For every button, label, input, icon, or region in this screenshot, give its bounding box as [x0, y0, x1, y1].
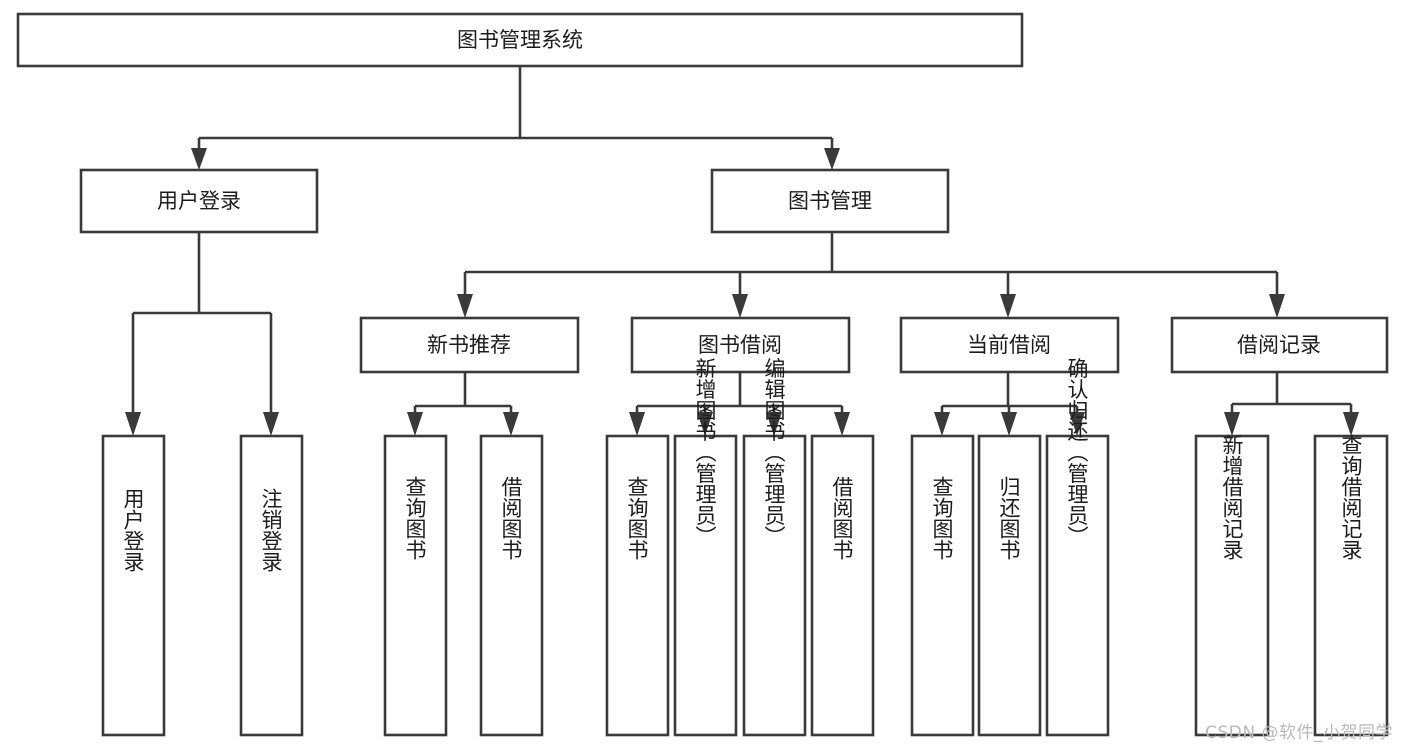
node-borrow-box[interactable]: [630, 316, 851, 374]
node-leaf-record-query[interactable]: 查询借阅记录: [1313, 434, 1389, 737]
connector-group-root-to-level2: [191, 66, 840, 170]
node-bookmgmt[interactable]: 图书管理: [710, 168, 950, 234]
arrow-head-leaf-record-query: [1343, 412, 1359, 436]
arrow-head-leaf-user-logout: [263, 412, 279, 436]
node-leaf-borrow-query-box[interactable]: [605, 434, 670, 737]
node-leaf-newbook-query-label: 查询图书: [403, 476, 427, 560]
node-leaf-current-confirm[interactable]: 确认归还（管理员）: [1045, 358, 1110, 737]
arrow-head-leaf-current-query: [934, 412, 950, 436]
csdn-watermark: CSDN @软件_小贺同学: [1205, 723, 1393, 743]
node-leaf-current-confirm-box[interactable]: [1045, 434, 1110, 737]
node-leaf-current-return[interactable]: 归还图书: [977, 434, 1042, 737]
node-newbook-box[interactable]: [359, 316, 580, 374]
node-leaf-current-return-label: 归还图书: [997, 476, 1021, 560]
node-leaf-record-query-label: 查询借阅记录: [1339, 434, 1363, 560]
arrow-head-leaf-borrow-add: [697, 412, 713, 436]
arrow-head-leaf-newbook-query: [407, 412, 423, 436]
arrow-head-current: [1000, 294, 1016, 318]
node-leaf-user-login[interactable]: 用户登录: [101, 434, 166, 737]
node-borrow-label: 图书借阅: [698, 333, 782, 357]
node-root-box[interactable]: [16, 12, 1024, 68]
node-leaf-current-query-box[interactable]: [910, 434, 975, 737]
node-record[interactable]: 借阅记录: [1170, 316, 1389, 374]
arrow-head-borrow: [732, 294, 748, 318]
node-bookmgmt-box[interactable]: [710, 168, 950, 234]
arrow-head-leaf-borrow-query: [629, 412, 645, 436]
node-leaf-newbook-borrow[interactable]: 借阅图书: [479, 434, 544, 737]
connector-group-bookmgmt-to-level3: [457, 232, 1285, 318]
node-leaf-user-logout-box[interactable]: [239, 434, 304, 737]
node-newbook[interactable]: 新书推荐: [359, 316, 580, 374]
arrow-head-bookmgmt: [824, 148, 840, 170]
node-leaf-borrow-lend-label: 借阅图书: [830, 476, 854, 560]
node-borrow[interactable]: 图书借阅: [630, 316, 851, 374]
node-leaf-current-query-label: 查询图书: [930, 476, 954, 560]
node-leaf-user-logout[interactable]: 注销登录: [239, 434, 304, 737]
node-leaf-current-return-box[interactable]: [977, 434, 1042, 737]
node-current[interactable]: 当前借阅: [899, 316, 1120, 374]
node-leaf-record-add-label: 新增借阅记录: [1220, 434, 1244, 560]
node-leaf-borrow-edit-box[interactable]: [742, 434, 807, 737]
arrow-head-newbook: [457, 294, 473, 318]
connector-group-borrow-to-leaves: [629, 372, 850, 436]
node-record-box[interactable]: [1170, 316, 1389, 374]
node-leaf-borrow-lend-box[interactable]: [810, 434, 875, 737]
node-login-label: 用户登录: [157, 189, 241, 213]
node-leaf-user-login-box[interactable]: [101, 434, 166, 737]
connector-group-record-to-leaves: [1224, 372, 1359, 436]
node-leaf-current-query[interactable]: 查询图书: [910, 434, 975, 737]
node-leaf-newbook-borrow-box[interactable]: [479, 434, 544, 737]
node-login[interactable]: 用户登录: [79, 168, 319, 234]
node-leaf-borrow-query[interactable]: 查询图书: [605, 434, 670, 737]
connector-group-newbook-to-leaves: [407, 372, 519, 436]
node-leaf-user-login-label: 用户登录: [121, 488, 145, 572]
node-login-box[interactable]: [79, 168, 319, 234]
node-leaf-current-confirm-label: 确认归还（管理员）: [1065, 358, 1089, 547]
node-leaf-borrow-add-box[interactable]: [673, 434, 738, 737]
node-record-label: 借阅记录: [1237, 333, 1321, 357]
node-current-label: 当前借阅: [967, 333, 1051, 357]
node-leaf-record-query-box[interactable]: [1313, 434, 1389, 737]
node-current-box[interactable]: [899, 316, 1120, 374]
node-leaf-borrow-edit[interactable]: 编辑图书（管理员）: [742, 358, 807, 737]
arrow-head-leaf-current-return: [1001, 412, 1017, 436]
node-leaf-newbook-query[interactable]: 查询图书: [383, 434, 448, 737]
node-leaf-newbook-query-box[interactable]: [383, 434, 448, 737]
node-leaf-record-add-box[interactable]: [1194, 434, 1270, 737]
node-leaf-borrow-query-label: 查询图书: [625, 476, 649, 560]
node-leaf-borrow-add[interactable]: 新增图书（管理员）: [673, 358, 738, 737]
node-leaf-newbook-borrow-label: 借阅图书: [499, 476, 523, 560]
arrow-head-leaf-borrow-lend: [834, 412, 850, 436]
node-root-label: 图书管理系统: [457, 28, 583, 52]
node-leaf-borrow-edit-label: 编辑图书（管理员）: [762, 358, 786, 547]
connector-group-current-to-leaves: [934, 372, 1085, 436]
arrow-head-leaf-borrow-edit: [766, 412, 782, 436]
connector-group-login-to-leaves: [125, 232, 279, 436]
arrow-head-leaf-newbook-borrow: [503, 412, 519, 436]
node-leaf-record-add[interactable]: 新增借阅记录: [1194, 434, 1270, 737]
node-bookmgmt-label: 图书管理: [788, 189, 872, 213]
node-leaf-borrow-lend[interactable]: 借阅图书: [810, 434, 875, 737]
node-root[interactable]: 图书管理系统: [16, 12, 1024, 68]
arrow-head-leaf-current-confirm: [1069, 412, 1085, 436]
node-newbook-label: 新书推荐: [427, 333, 511, 357]
node-leaf-borrow-add-label: 新增图书（管理员）: [693, 358, 717, 547]
arrow-head-leaf-user-login: [125, 412, 141, 436]
arrow-head-record: [1269, 294, 1285, 318]
arrow-head-leaf-record-add: [1224, 412, 1240, 436]
node-leaf-user-logout-label: 注销登录: [259, 488, 283, 572]
arrow-head-login: [191, 148, 207, 170]
